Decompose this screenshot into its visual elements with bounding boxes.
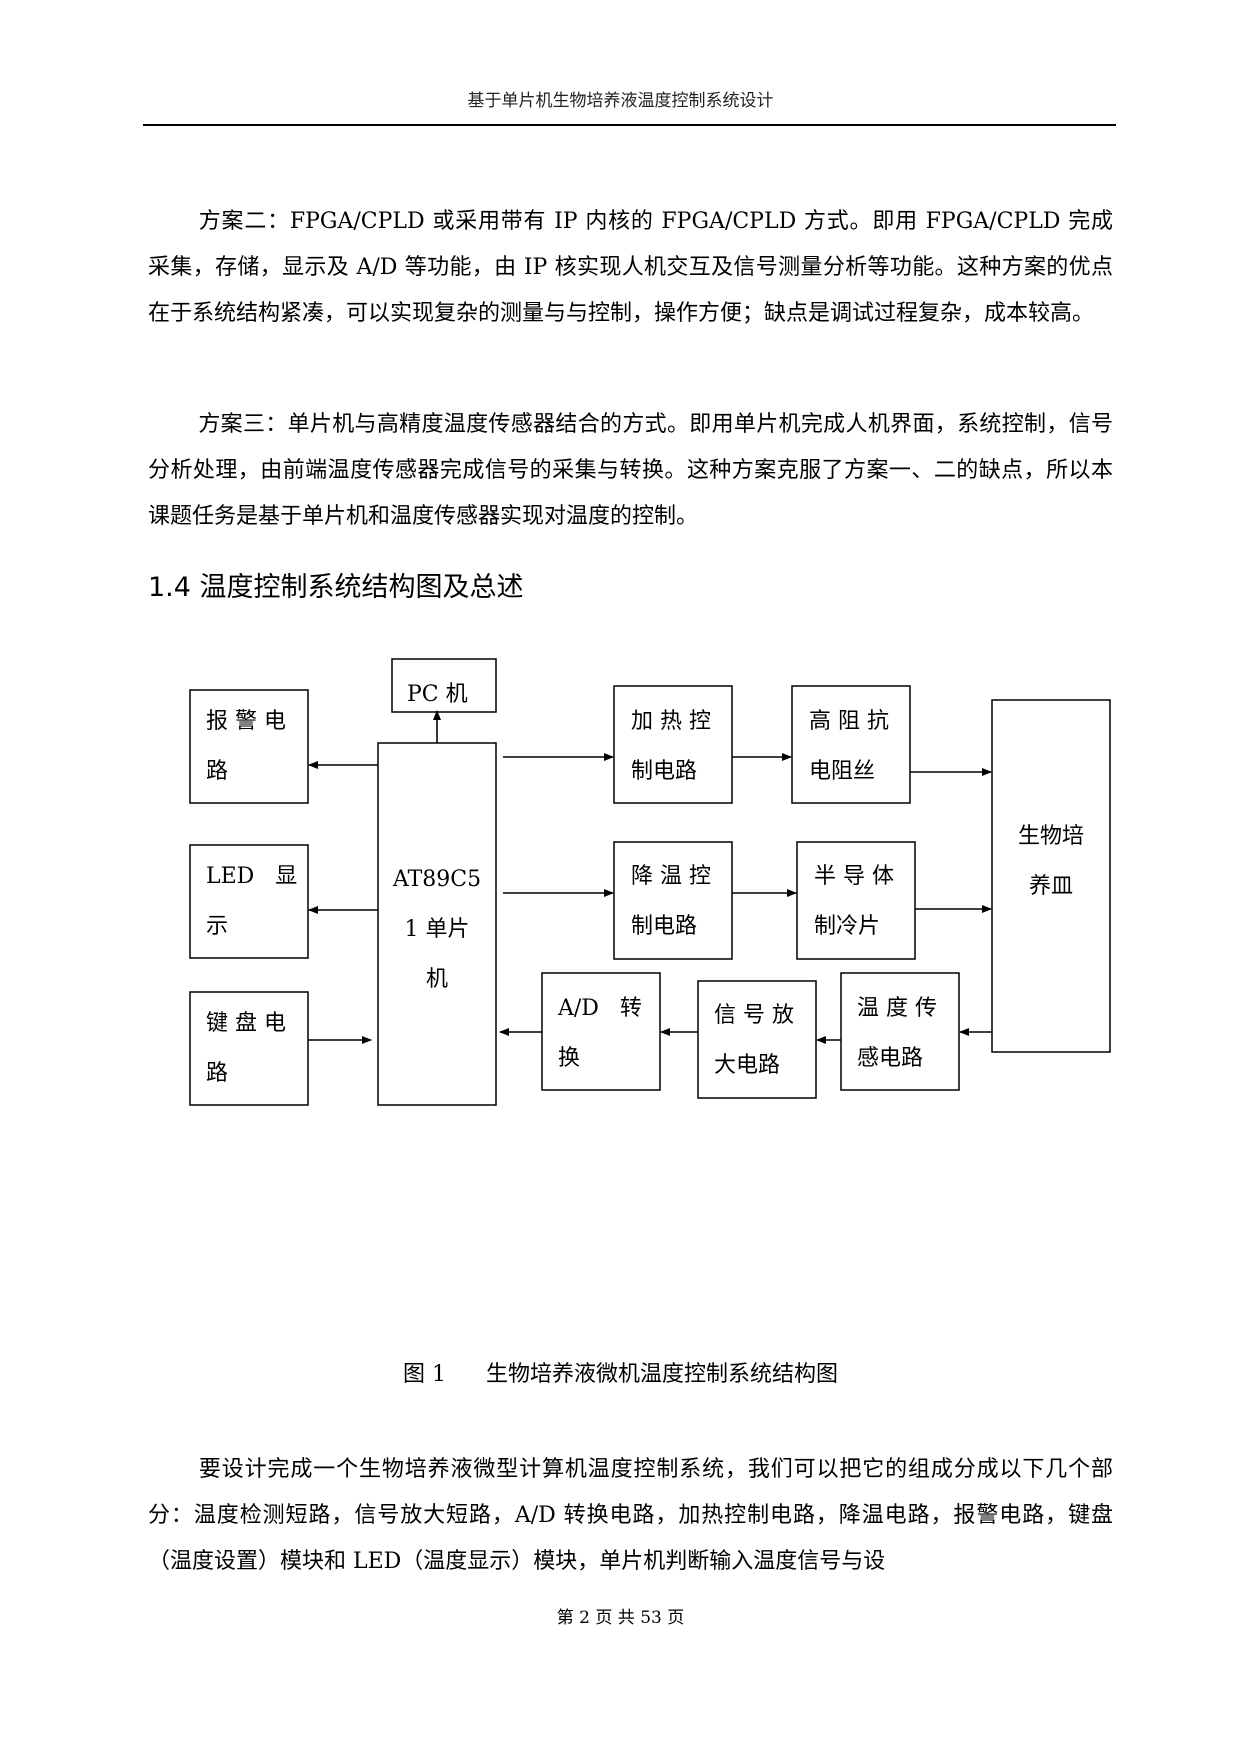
mcu-label-line3: 机 [426, 967, 448, 992]
figure-title: 生物培养液微机温度控制系统结构图 [485, 1362, 838, 1387]
paragraph-overview: 要设计完成一个生物培养液微型计算机温度控制系统，我们可以把它的组成分成以下几个部… [148, 1447, 1113, 1585]
resistor-wire-box [791, 685, 911, 804]
led-display-box [189, 844, 309, 959]
sensor-label-line1: 温 度 传 [857, 996, 937, 1021]
page-header-title: 基于单片机生物培养液温度控制系统设计 [467, 91, 774, 111]
mcu-label-line1: AT89C5 [392, 867, 481, 892]
amp-label-line2: 大电路 [714, 1053, 780, 1078]
cool-control-box [613, 841, 733, 960]
sensor-box [840, 972, 960, 1091]
header-rule [143, 124, 1116, 126]
amplifier-box [697, 980, 817, 1099]
dish-label-line1: 生物培 [1018, 824, 1084, 849]
cool-label-line2: 制电路 [631, 914, 697, 939]
keyboard-circuit-box [189, 991, 309, 1106]
led-label-line1: LED 显 [206, 864, 297, 889]
section-heading: 1.4 温度控制系统结构图及总述 [148, 572, 524, 603]
pc-label: PC 机 [407, 682, 468, 707]
dish-label-line2: 养皿 [1029, 874, 1073, 899]
peltier-label-line2: 制冷片 [814, 914, 880, 939]
alarm-label-line2: 路 [206, 759, 228, 784]
paragraph-overview-text: 要设计完成一个生物培养液微型计算机温度控制系统，我们可以把它的组成分成以下几个部… [148, 1457, 1113, 1574]
resistor-label-line1: 高 阻 抗 [809, 709, 889, 734]
alarm-circuit-box [189, 689, 309, 804]
peltier-box [796, 841, 916, 960]
culture-dish-box [991, 699, 1111, 1053]
keyboard-label-line2: 路 [206, 1061, 228, 1086]
amp-label-line1: 信 号 放 [714, 1003, 794, 1028]
adc-label-line1: A/D 转 [557, 996, 642, 1021]
paragraph-scheme-2: 方案二：FPGA/CPLD 或采用带有 IP 内核的 FPGA/CPLD 方式。… [148, 199, 1113, 337]
mcu-box [377, 742, 497, 1106]
alarm-label-line1: 报 警 电 [206, 709, 286, 734]
adc-label-line2: 换 [558, 1046, 580, 1071]
heat-label-line2: 制电路 [631, 759, 697, 784]
figure-number: 图 1 [402, 1362, 446, 1387]
resistor-label-line2: 电阻丝 [809, 759, 875, 784]
cool-label-line1: 降 温 控 [631, 864, 711, 889]
figure-caption: 图 1 生物培养液微机温度控制系统结构图 [0, 1356, 1241, 1388]
led-label-line2: 示 [206, 914, 228, 939]
heat-label-line1: 加 热 控 [631, 709, 711, 734]
paragraph-scheme-3: 方案三：单片机与高精度温度传感器结合的方式。即用单片机完成人机界面，系统控制，信… [148, 402, 1113, 540]
keyboard-label-line1: 键 盘 电 [206, 1011, 286, 1036]
heat-control-box [613, 685, 733, 804]
page-footer: 第 2 页 共 53 页 [556, 1608, 685, 1628]
paragraph-scheme-2-text: 方案二：FPGA/CPLD 或采用带有 IP 内核的 FPGA/CPLD 方式。… [148, 209, 1113, 326]
paragraph-scheme-3-text: 方案三：单片机与高精度温度传感器结合的方式。即用单片机完成人机界面，系统控制，信… [148, 412, 1113, 529]
peltier-label-line1: 半 导 体 [814, 864, 894, 889]
adc-box [541, 972, 661, 1091]
mcu-label-line2: 1 单片 [405, 917, 470, 942]
pc-box [391, 658, 497, 713]
sensor-label-line2: 感电路 [857, 1046, 923, 1071]
